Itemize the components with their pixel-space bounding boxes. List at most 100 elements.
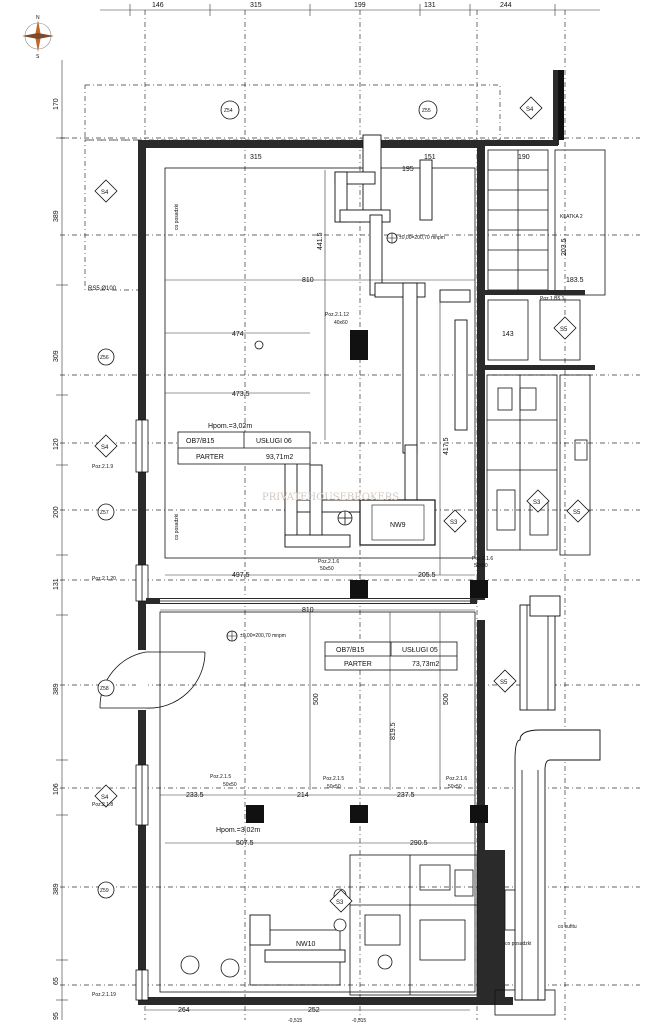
left-dim-4: 120 <box>53 438 60 450</box>
compass-rose-icon: N S <box>22 15 54 60</box>
compass-north-label: N <box>36 15 40 21</box>
unit-06-area: 93,71m2 <box>266 454 293 461</box>
left-dim-1: 170 <box>53 98 60 110</box>
dim-441-5: 441.5 <box>317 232 324 250</box>
marker-s3-2: S3 <box>533 500 541 506</box>
marker-s4-2: S4 <box>101 445 109 451</box>
left-dim-3: 309 <box>53 350 60 362</box>
poz-2-1-5-a: Poz.2.1.5 <box>210 774 231 780</box>
column-size-6: 50x50 <box>448 784 462 790</box>
dim-252: 252 <box>308 1007 320 1014</box>
canopy-outline-left <box>84 139 141 291</box>
lower-unit-outline <box>159 611 476 993</box>
dimension-ticks <box>146 170 475 1011</box>
marker-s5-3: S5 <box>500 680 508 686</box>
left-dimension-chain: 170 389 309 120 200 131 389 106 389 65 9… <box>53 60 68 1020</box>
marker-s4-4: S4 <box>526 107 534 113</box>
dim-214: 214 <box>297 792 309 799</box>
marker-s5-1: S5 <box>560 327 568 333</box>
dim-500-a: 500 <box>313 693 320 705</box>
marker-z55: Z55 <box>422 108 431 114</box>
unit-06-height: Hpom.=3,02m <box>208 423 252 430</box>
poz-2-1-6-a: Poz.2.1.6 <box>446 776 467 782</box>
left-dim-7: 389 <box>53 683 60 695</box>
dim-507-5: 507.5 <box>236 840 254 847</box>
poz-2-1-6-c: Poz.2.1.6 <box>472 556 493 562</box>
marker-z54: Z54 <box>224 108 233 114</box>
dim-810-a: 810 <box>302 277 314 284</box>
columns <box>246 70 564 823</box>
column-size-3: 50x50 <box>474 563 488 569</box>
dim-819-5: 819.5 <box>390 722 397 740</box>
poz-2-1-8: Poz.2.1.8 <box>92 802 113 808</box>
dim-237-5: 237.5 <box>397 792 415 799</box>
left-dim-10: 65 <box>53 977 60 985</box>
poz-2-1-5-b: Poz.2.1.5 <box>323 776 344 782</box>
rs5-label: RS5 Ø100 <box>88 286 117 292</box>
unit-06-floor: PARTER <box>196 454 224 461</box>
left-dim-6: 131 <box>53 578 60 590</box>
poz-2-1-12: Poz.2.1.12 <box>325 312 349 318</box>
dim-810-b: 810 <box>302 607 314 614</box>
unit-05-code: OB7/B15 <box>336 647 365 654</box>
poz-2-1-6-b: Poz.2.1.6 <box>318 559 339 565</box>
dim-203-5: 203.5 <box>561 238 568 256</box>
unit-06-code: OB7/B15 <box>186 438 215 445</box>
level-mark-3: -0,515 <box>288 1018 302 1024</box>
nw9-label: NW9 <box>390 522 406 529</box>
unit-05-area: 73,73m2 <box>412 661 439 668</box>
co-posadzki-label-2: co posadzki <box>174 514 180 540</box>
dim-497-5: 497.5 <box>232 572 250 579</box>
marker-s4-3: S4 <box>101 795 109 801</box>
dim-183-5: 183.5 <box>566 277 584 284</box>
top-dim-5: 244 <box>500 2 512 9</box>
dim-474: 474 <box>232 331 244 338</box>
ventilation-ducts: NW9 <box>249 134 601 1001</box>
co-sufitu-label: co sufitu <box>558 924 577 930</box>
marker-z56: Z56 <box>100 355 109 361</box>
co-posadzki-label-3: co posadzki <box>505 941 531 947</box>
marker-z59: Z59 <box>100 888 109 894</box>
dim-417-5: 417.5 <box>443 437 450 455</box>
column-size-5: 50x50 <box>327 784 341 790</box>
dim-151: 151 <box>424 154 436 161</box>
marker-z57: Z57 <box>100 510 109 516</box>
unit-05-info-box: OB7/B15 USŁUGI 05 PARTER 73,73m2 Hpom.=3… <box>216 641 458 834</box>
unit-06-name: USŁUGI 06 <box>256 438 292 445</box>
column-size-4: 50x50 <box>223 782 237 788</box>
poz-1-b5-1: Poz.1.B5.1 <box>540 296 565 302</box>
left-dim-11: 95 <box>53 1012 60 1020</box>
top-dimension-chain: 146 315 199 131 244 <box>100 2 600 16</box>
co-posadzki-label-1: co posadzki <box>174 204 180 230</box>
canopy-outline <box>84 84 501 141</box>
staircase-label: KLATKA 2 <box>560 214 583 220</box>
left-dim-5: 200 <box>53 506 60 518</box>
level-mark-4: -0,515 <box>352 1018 366 1024</box>
lower-service-zone <box>180 850 556 1016</box>
staircase: KLATKA 2 <box>485 149 606 370</box>
top-dim-3: 199 <box>354 2 366 9</box>
unit-05-height: Hpom.=3,02m <box>216 827 260 834</box>
service-core <box>486 374 591 556</box>
level-mark-1: ±0,00=200,70 mnpm <box>399 235 445 241</box>
nw10-label: NW10 <box>296 941 316 948</box>
dim-195: 195 <box>402 166 414 173</box>
left-dim-8: 106 <box>53 783 60 795</box>
dim-290-5: 290.5 <box>410 840 428 847</box>
marker-s5-2: S5 <box>573 510 581 516</box>
poz-2-1-9: Poz.2.1.9 <box>92 464 113 470</box>
section-markers: S4 S4 S4 S4 S5 S5 S5 S3 S3 S3 Z54 Z55 Z5… <box>94 96 590 913</box>
marker-s3-3: S3 <box>336 900 344 906</box>
unit-partition <box>146 598 477 604</box>
marker-s4-1: S4 <box>101 190 109 196</box>
column-size-1: 40x60 <box>334 320 348 326</box>
top-dim-4: 131 <box>424 2 436 9</box>
top-dim-2: 315 <box>250 2 262 9</box>
column-size-2: 50x50 <box>320 566 334 572</box>
unit-05-name: USŁUGI 05 <box>402 647 438 654</box>
top-dim-1: 146 <box>152 2 164 9</box>
upper-unit-outline <box>164 167 476 559</box>
dim-205-5: 205.5 <box>418 572 436 579</box>
dim-190: 190 <box>518 154 530 161</box>
